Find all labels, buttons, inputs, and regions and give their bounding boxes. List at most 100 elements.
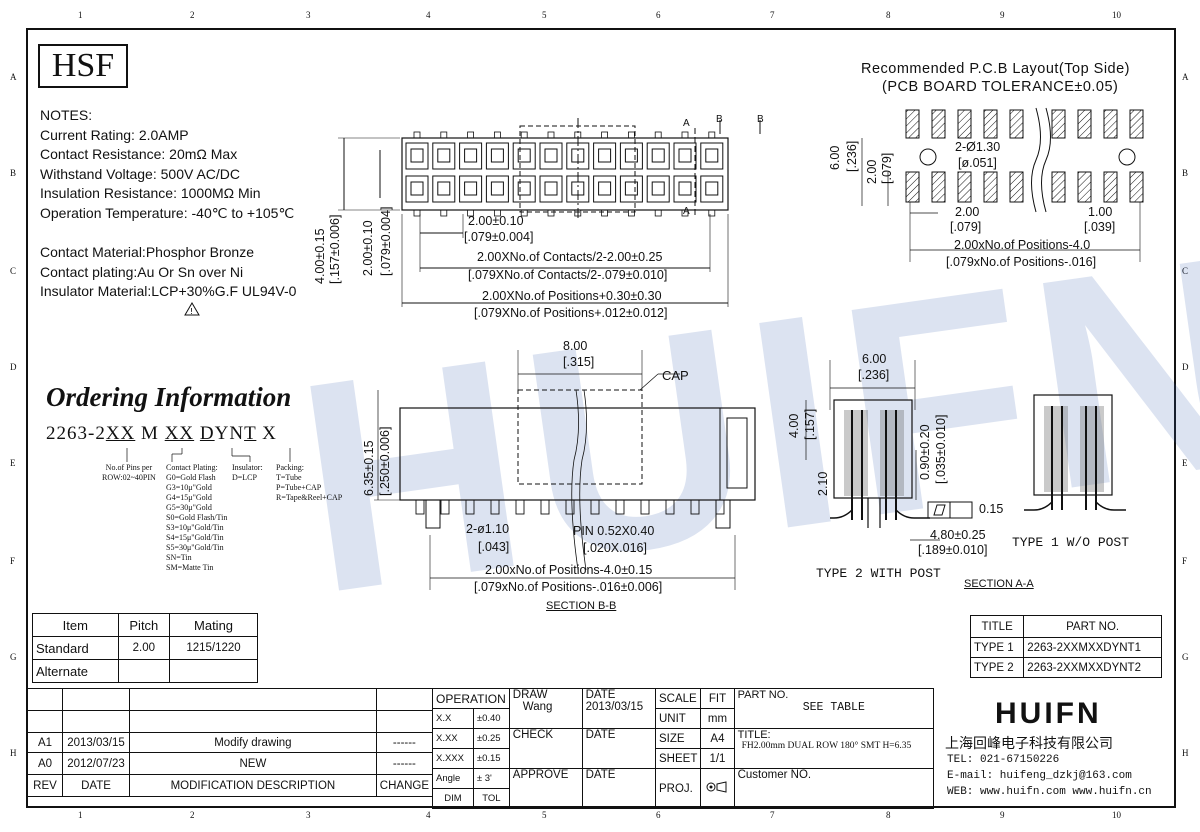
tol-type: Angle <box>432 768 474 789</box>
contact-cell <box>619 142 643 170</box>
aa-foot: 4.80±0.25 <box>930 528 986 542</box>
section-b-marker: B <box>716 114 723 125</box>
note-line: Operation Temperature: -40℃ to +105℃ <box>40 204 295 221</box>
row-tick: C <box>1182 266 1189 276</box>
col-tick: 8 <box>886 810 891 820</box>
legend-line: S4=15μ"Gold/Tin <box>166 533 224 542</box>
dim-row-inch: [.079±0.004] <box>379 206 393 276</box>
section-b-marker: B <box>757 114 764 125</box>
pcb-span-inch: [.079xNo.of Positions-.016] <box>946 255 1097 269</box>
legend-line: Contact Plating: <box>166 463 218 472</box>
contact-cell <box>405 142 429 170</box>
aa-post: 2.10 <box>816 471 830 496</box>
pin-tail <box>627 131 635 139</box>
legend-line: G3=10μ"Gold <box>166 483 212 492</box>
note-line: Withstand Voltage: 500V AC/DC <box>40 165 240 182</box>
note-line: Insulation Resistance: 1000MΩ Min <box>40 185 261 201</box>
dim-contacts-inch: [.079XNo.of Contacts/2-.079±0.010] <box>468 268 668 282</box>
pcb-pad <box>1129 171 1144 203</box>
legend-line: T=Tube <box>276 473 302 482</box>
contact-cell <box>459 142 483 170</box>
row-tick: D <box>1182 362 1189 372</box>
approve-date-label: DATE <box>581 768 657 809</box>
legend-line: G4=15μ"Gold <box>166 493 212 502</box>
bb-span: 2.00xNo.of Positions-4.0±0.15 <box>485 563 653 577</box>
pcb-pad <box>957 109 972 139</box>
rev-cell: Modify drawing <box>129 732 377 753</box>
col-tick: 3 <box>306 10 311 20</box>
table-header: Item <box>32 613 119 637</box>
pin-tail <box>627 209 635 217</box>
aa-height: 4.00 <box>787 413 801 438</box>
pcb-pad <box>1103 109 1118 139</box>
contact-cell <box>405 175 429 203</box>
row-tick: G <box>10 652 17 662</box>
table-cell: 2263-2XXMXXDYNT1 <box>1023 637 1162 658</box>
bb-pin <box>615 499 625 515</box>
col-tick: 7 <box>770 810 775 820</box>
bb-pin <box>440 499 450 515</box>
bb-height: 6.35±0.15 <box>362 440 376 496</box>
projection-icon <box>700 768 735 809</box>
sheet-value: 1/1 <box>700 748 735 769</box>
pcb-pitch-inch: [.079] <box>950 220 982 234</box>
pcb-pad <box>1009 109 1024 139</box>
draw-date: 2013/03/15 <box>585 701 644 713</box>
pcb-pad <box>983 109 998 139</box>
pin-tail <box>654 131 662 139</box>
size-value: A4 <box>700 728 735 749</box>
table-cell <box>169 659 258 683</box>
bb-pin: PIN 0.52X0.40 <box>573 524 655 538</box>
sheet-label: SHEET <box>654 748 702 769</box>
bb-pin <box>415 499 425 515</box>
code-part: Y <box>214 423 230 444</box>
code-part: T <box>244 423 257 444</box>
pcb-hole: 2-Ø1.30 <box>955 140 1001 154</box>
section-aa-drawing <box>805 360 1126 541</box>
table-header: PART NO. <box>1023 615 1162 638</box>
bb-pin <box>490 499 500 515</box>
pin-tail <box>681 131 689 139</box>
rev-cell: 2013/03/15 <box>62 732 130 753</box>
cap-label: CAP <box>662 368 689 383</box>
code-part: 2 <box>95 423 106 444</box>
bb-pin <box>640 499 650 515</box>
rev-header: DATE <box>62 774 130 797</box>
bb-holes: 2-ø1.10 <box>466 522 510 536</box>
legend-line: R=Tape&Reel+CAP <box>276 493 343 502</box>
pcb-pad <box>1051 171 1066 203</box>
material-line: Contact plating:Au Or Sn over Ni <box>40 263 244 280</box>
row-tick: H <box>1182 748 1189 758</box>
col-tick: 2 <box>190 810 195 820</box>
row-tick: G <box>1182 652 1189 662</box>
title-cell: TITLE:FH2.00mm DUAL ROW 180° SMT H=6.35 <box>733 728 935 769</box>
pcb-pad-inch: [.039] <box>1084 220 1116 234</box>
rev-cell: NEW <box>129 752 377 775</box>
code-part: X <box>262 423 277 444</box>
contact-cell <box>485 175 509 203</box>
rev-cell: 2012/07/23 <box>62 752 130 775</box>
unit-label: UNIT <box>654 708 702 729</box>
legend-line: No.of Pins per <box>105 463 153 472</box>
bb-pin <box>665 499 675 515</box>
cap-width-inch: [.315] <box>563 355 595 369</box>
row-tick: F <box>1182 556 1188 566</box>
scale-value: FIT <box>700 688 735 709</box>
legend-line: P=Tube+CAP <box>276 483 322 492</box>
hsf-logo: HSF <box>38 44 128 88</box>
col-tick: 6 <box>656 810 661 820</box>
pcb-pad <box>1103 171 1118 203</box>
title-value: FH2.00mm DUAL ROW 180° SMT H=6.35 <box>741 741 912 751</box>
company-logo: HUIFN <box>995 697 1102 730</box>
col-tick: 7 <box>770 10 775 20</box>
col-tick: 8 <box>886 10 891 20</box>
pin-tail <box>413 209 421 217</box>
legend-line: S3=10μ"Gold/Tin <box>166 523 224 532</box>
rev-cell: ------ <box>375 732 434 753</box>
pcb-pad <box>957 171 972 203</box>
section-bb-label: SECTION B-B <box>546 600 617 612</box>
contact-cell <box>619 175 643 203</box>
